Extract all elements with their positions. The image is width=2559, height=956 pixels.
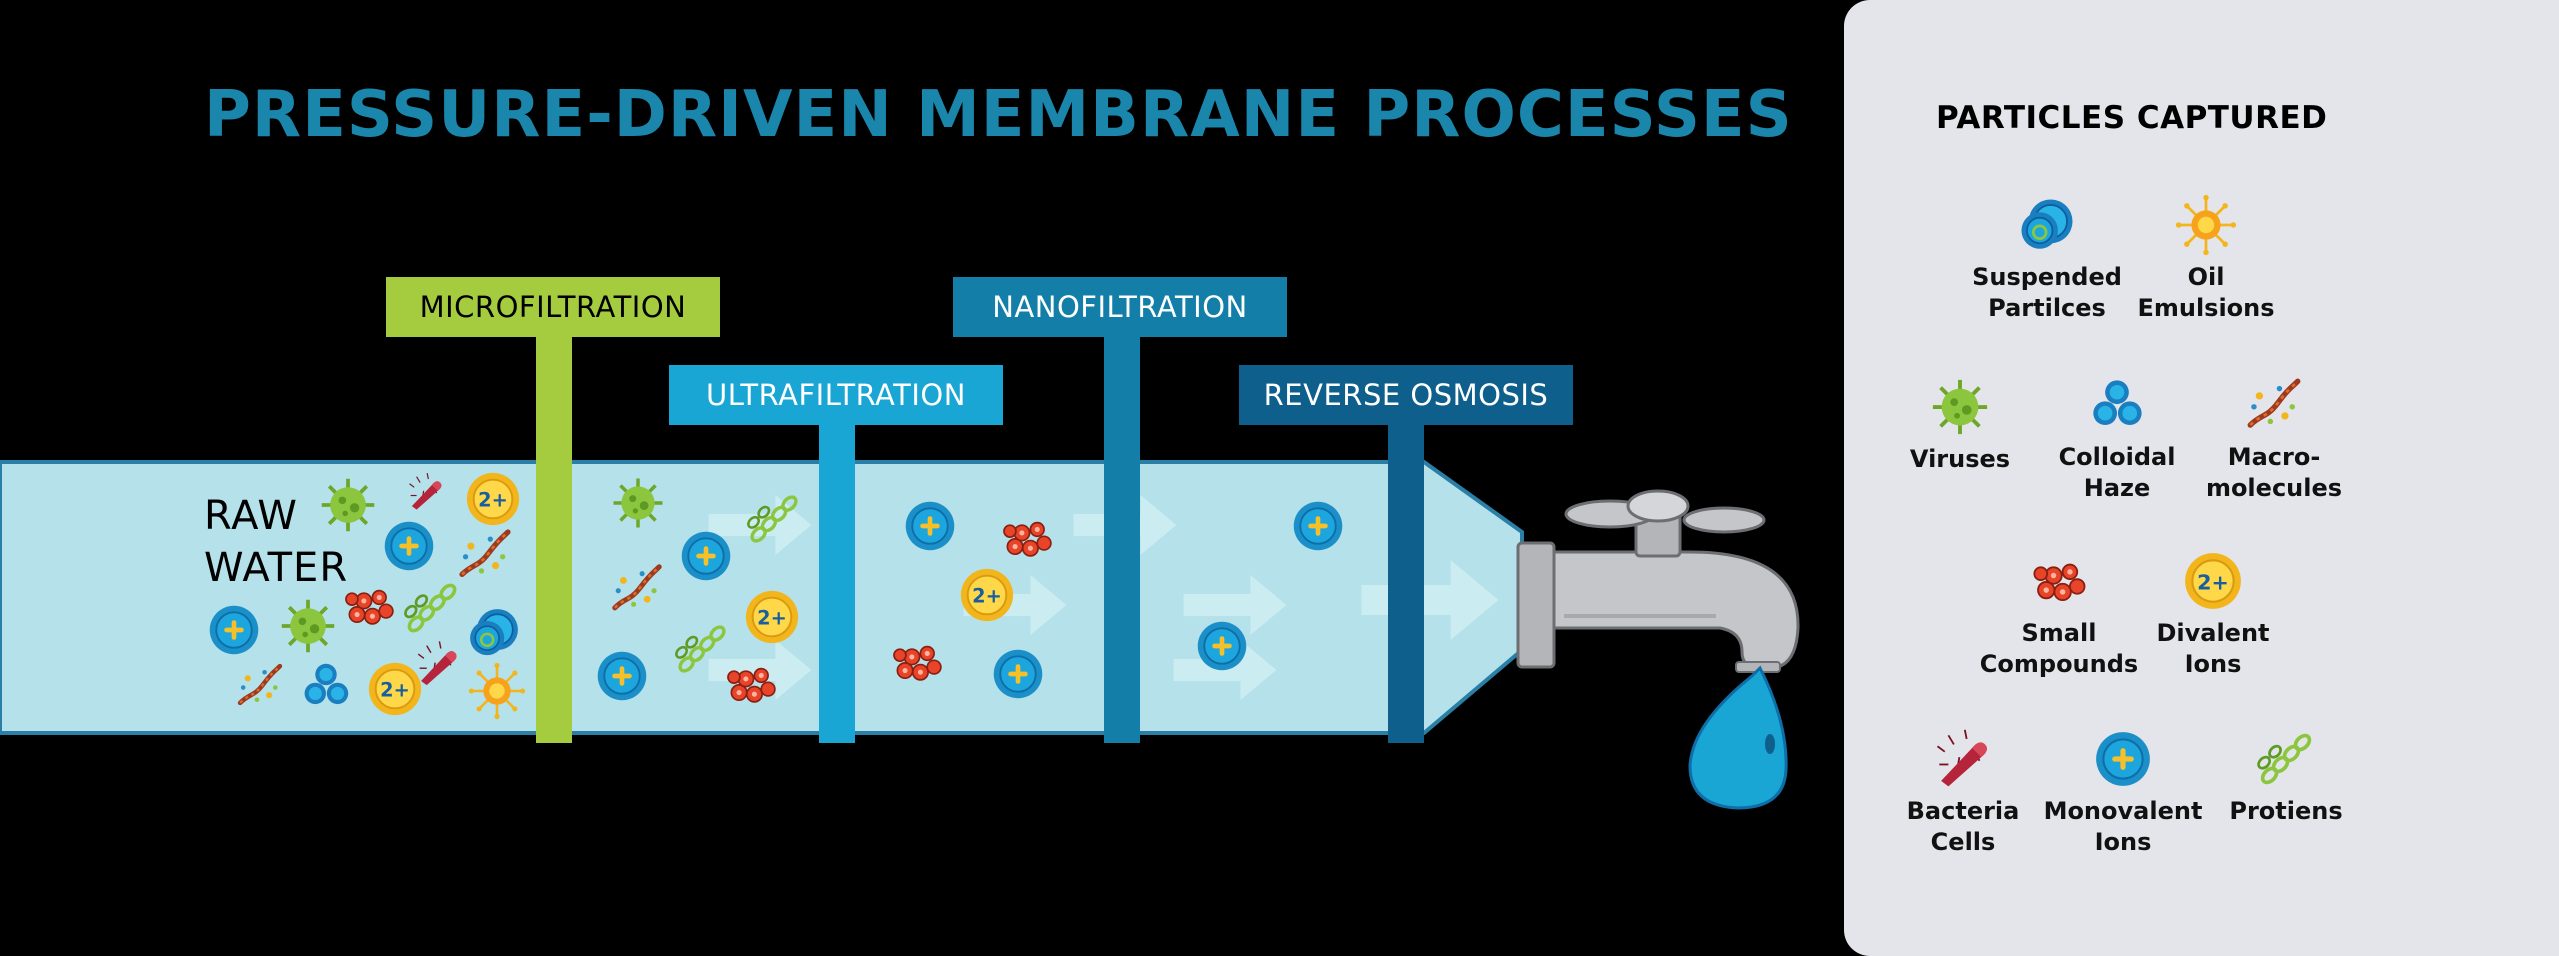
ultrafiltration-label: ULTRAFILTRATION [669,365,1003,425]
colloidal-haze-icon [2093,380,2142,426]
divalent-ion-icon [2184,552,2242,610]
bacteria-icon [1936,728,1988,788]
monovalent-ion-icon [2092,728,2154,790]
microfiltration-label: MICROFILTRATION [386,277,720,337]
legend-item-viruses: Viruses [1860,376,2060,475]
oil-emulsion-icon [2175,194,2237,256]
membrane-diagram: 2+ [0,335,1800,810]
virus-icon [1930,377,1990,437]
legend-item-macromolecules: Macro-molecules [2174,374,2374,504]
legend-item-proteins: Protiens [2186,728,2386,827]
small-compound-icon [2033,563,2086,602]
page-title: PRESSURE-DRIVEN MEMBRANE PROCESSES [204,78,1793,152]
legend-label: Macro-molecules [2205,443,2343,502]
legend-label: Viruses [1909,445,2011,473]
protein-icon [2255,731,2314,787]
raw-water-line1: RAW [204,493,298,539]
raw-water-line2: WATER [204,545,349,591]
legend-title: PARTICLES CAPTURED [1936,100,2328,136]
macromolecule-icon [2243,374,2305,436]
water-drop-icon [1688,665,1788,810]
legend-label: Protiens [2229,797,2343,825]
faucet-icon [1516,489,1800,673]
microfiltration-membrane [536,335,572,743]
reverse-osmosis-membrane [1388,425,1424,743]
nanofiltration-label: NANOFILTRATION [953,277,1287,337]
ultrafiltration-membrane [819,425,855,743]
reverse-osmosis-label: REVERSE OSMOSIS [1239,365,1573,425]
nanofiltration-membrane [1104,335,1140,743]
raw-water-label: RAW WATER [204,490,348,594]
suspended-particles-icon [2020,198,2074,251]
